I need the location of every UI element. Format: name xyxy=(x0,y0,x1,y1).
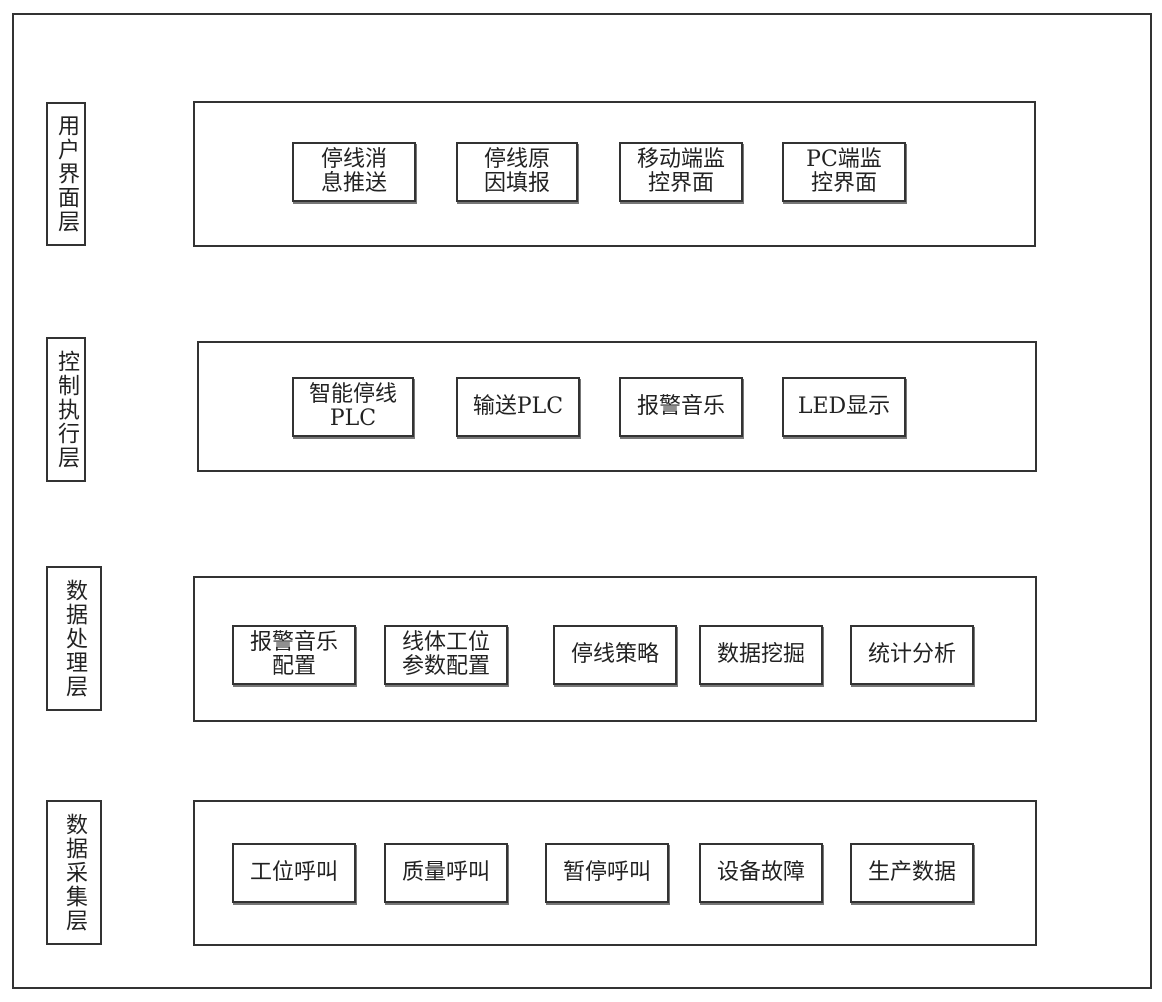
layer-label-data-collection: 数据采集层 xyxy=(46,800,102,945)
module-data-mining: 数据挖掘 xyxy=(699,625,823,685)
module-pc-monitor-ui: PC端监 控界面 xyxy=(782,142,906,202)
layer-panel-data-collection xyxy=(193,800,1037,946)
layer-label-user-interface: 用户界面层 xyxy=(46,102,86,246)
layer-panel-user-interface xyxy=(193,101,1036,247)
module-alarm-music: 报警音乐 xyxy=(619,377,743,437)
layer-label-control-execution: 控制执行层 xyxy=(46,337,86,482)
module-stop-reason-report: 停线原 因填报 xyxy=(456,142,578,202)
architecture-frame xyxy=(12,13,1152,989)
module-station-call: 工位呼叫 xyxy=(232,843,356,903)
module-production-data: 生产数据 xyxy=(850,843,974,903)
module-quality-call: 质量呼叫 xyxy=(384,843,508,903)
module-equipment-fault: 设备故障 xyxy=(699,843,823,903)
layer-panel-data-processing xyxy=(193,576,1037,722)
module-led-display: LED显示 xyxy=(782,377,906,437)
layer-label-data-processing: 数据处理层 xyxy=(46,566,102,711)
module-line-station-config: 线体工位 参数配置 xyxy=(384,625,508,685)
module-pause-call: 暂停呼叫 xyxy=(545,843,669,903)
module-alarm-music-config: 报警音乐 配置 xyxy=(232,625,356,685)
module-smart-stop-plc: 智能停线 PLC xyxy=(292,377,414,437)
module-stop-strategy: 停线策略 xyxy=(553,625,677,685)
layer-panel-control-execution xyxy=(197,341,1037,472)
module-statistical-analysis: 统计分析 xyxy=(850,625,974,685)
module-mobile-monitor-ui: 移动端监 控界面 xyxy=(619,142,743,202)
module-stop-message-push: 停线消 息推送 xyxy=(292,142,416,202)
module-conveyor-plc: 输送PLC xyxy=(456,377,580,437)
